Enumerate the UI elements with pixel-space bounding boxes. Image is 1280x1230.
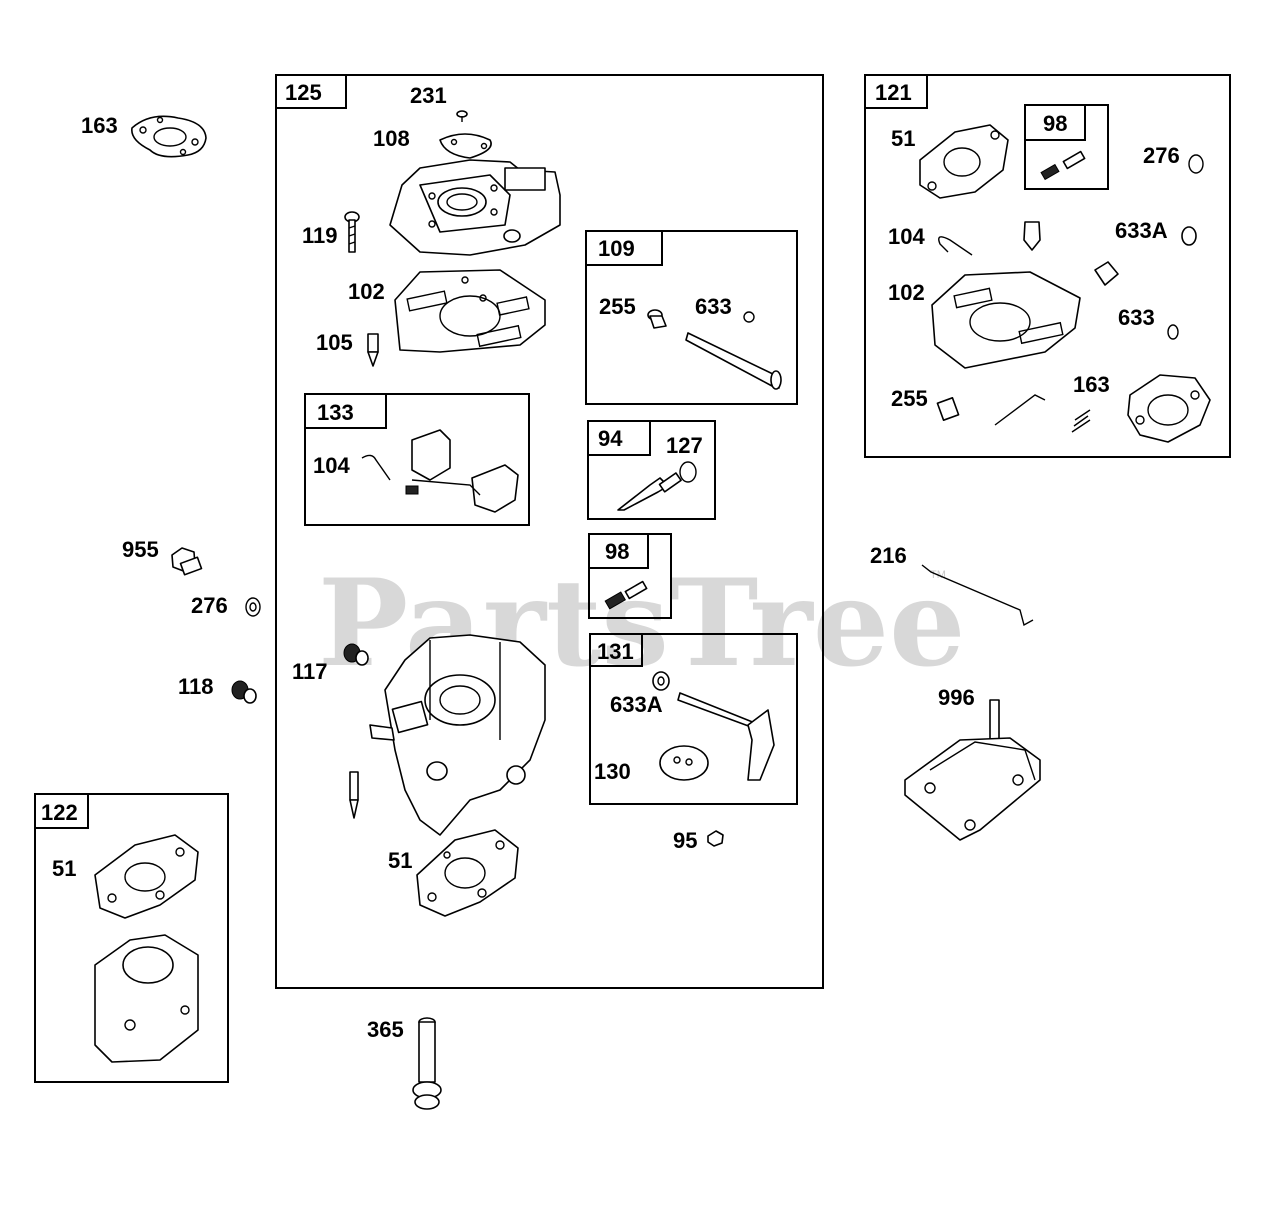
part-102-gasket[interactable] (394, 269, 546, 353)
part-104-clip-121[interactable] (938, 236, 973, 256)
group-133-label: 133 (317, 400, 354, 425)
callout-231: 231 (410, 83, 447, 108)
callout-633-kit-121: 633 (1118, 305, 1155, 330)
part-255-valve-121[interactable] (936, 397, 960, 421)
part-276-washer[interactable] (245, 597, 261, 617)
group-131[interactable]: 131 (589, 633, 798, 805)
part-955-plug[interactable] (171, 547, 203, 576)
group-133[interactable]: 133 (304, 393, 530, 526)
callout-127: 127 (666, 433, 703, 458)
part-127-o-ring[interactable] (679, 461, 697, 483)
callout-130: 130 (594, 759, 631, 784)
group-98-label: 98 (605, 539, 629, 564)
group-109[interactable]: 109 (585, 230, 798, 405)
callout-276: 276 (191, 593, 228, 618)
group-121[interactable]: 121 (864, 74, 1231, 458)
callout-955: 955 (122, 537, 159, 562)
group-131-label: 131 (597, 639, 634, 664)
part-633-seal[interactable] (743, 311, 755, 323)
part-118-fitting[interactable] (231, 680, 257, 704)
part-105-needle[interactable] (367, 333, 379, 367)
part-clip-121[interactable] (1094, 261, 1119, 286)
part-231-screw[interactable] (456, 110, 468, 122)
group-109-label: 109 (598, 236, 635, 261)
callout-117: 117 (292, 659, 328, 684)
group-122-label: 122 (41, 800, 78, 825)
part-idle-screw[interactable] (349, 771, 359, 819)
part-108-gasket[interactable] (439, 133, 492, 159)
callout-633A-kit-121: 633A (1115, 218, 1168, 243)
part-365-bolt[interactable] (412, 1017, 442, 1110)
part-needle-121[interactable] (994, 394, 1046, 426)
group-125-label: 125 (285, 80, 322, 105)
callout-102: 102 (348, 279, 385, 304)
part-102-gasket-121[interactable] (931, 271, 1081, 369)
group-94-label: 94 (598, 426, 623, 451)
part-633A-bushing[interactable] (652, 671, 670, 691)
callout-119: 119 (302, 223, 338, 248)
callout-633: 633 (695, 294, 732, 319)
part-133-float[interactable] (361, 429, 519, 513)
callout-95: 95 (673, 828, 697, 853)
group-122[interactable]: 122 (34, 793, 229, 1083)
part-130-throttle-plate[interactable] (659, 745, 709, 781)
part-109-shaft[interactable] (685, 332, 782, 390)
callout-996: 996 (938, 685, 975, 710)
part-carburetor-upper-body[interactable] (389, 159, 561, 256)
part-119-screw[interactable] (344, 211, 360, 253)
part-255-valve[interactable] (647, 309, 667, 329)
part-51-gasket-kit[interactable] (94, 834, 199, 919)
group-121-label: 121 (875, 80, 912, 105)
part-spring-121[interactable] (1071, 409, 1091, 433)
part-carburetor-body[interactable] (369, 634, 546, 836)
part-94-needle[interactable] (617, 472, 682, 511)
part-117-fitting[interactable] (343, 643, 369, 666)
group-98-kit-121-label: 98 (1043, 111, 1067, 136)
group-98-kit-121[interactable]: 98 (1024, 104, 1109, 190)
callout-163-kit-121: 163 (1073, 372, 1110, 397)
callout-255-kit-121: 255 (891, 386, 928, 411)
group-98[interactable]: 98 (588, 533, 672, 619)
part-996-bracket[interactable] (904, 699, 1041, 841)
callout-105: 105 (316, 330, 353, 355)
part-633-seal-121[interactable] (1167, 324, 1179, 340)
part-633A-bushing-121[interactable] (1181, 226, 1197, 246)
part-98-screw-spring-121[interactable] (1040, 150, 1086, 181)
part-95-screw[interactable] (707, 830, 724, 847)
part-163-gasket-121[interactable] (1127, 374, 1211, 443)
callout-102-kit-121: 102 (888, 280, 925, 305)
callout-51: 51 (388, 848, 412, 873)
callout-118: 118 (178, 674, 214, 699)
callout-276-kit-121: 276 (1143, 143, 1180, 168)
callout-365: 365 (367, 1017, 404, 1042)
callout-104-kit-121: 104 (888, 224, 925, 249)
group-125[interactable]: 125 (275, 74, 824, 989)
part-131-shaft[interactable] (677, 692, 775, 781)
callout-51-kit-122: 51 (52, 856, 76, 881)
part-216-link-rod[interactable] (921, 564, 1034, 627)
callout-255: 255 (599, 294, 636, 319)
part-276-washer-121[interactable] (1188, 154, 1204, 174)
part-float-valve-121[interactable] (1023, 221, 1041, 251)
callout-163: 163 (81, 113, 118, 138)
callout-104: 104 (313, 453, 350, 478)
callout-216: 216 (870, 543, 907, 568)
part-51-gasket-121[interactable] (919, 124, 1009, 199)
part-spacer-block[interactable] (94, 934, 199, 1063)
callout-633A: 633A (610, 692, 663, 717)
part-51-gasket[interactable] (416, 829, 519, 917)
part-98-screw-spring[interactable] (604, 580, 648, 610)
callout-108: 108 (373, 126, 410, 151)
part-163-gasket[interactable] (131, 115, 207, 158)
callout-51-kit-121: 51 (891, 126, 915, 151)
group-94[interactable]: 94 (587, 420, 716, 520)
